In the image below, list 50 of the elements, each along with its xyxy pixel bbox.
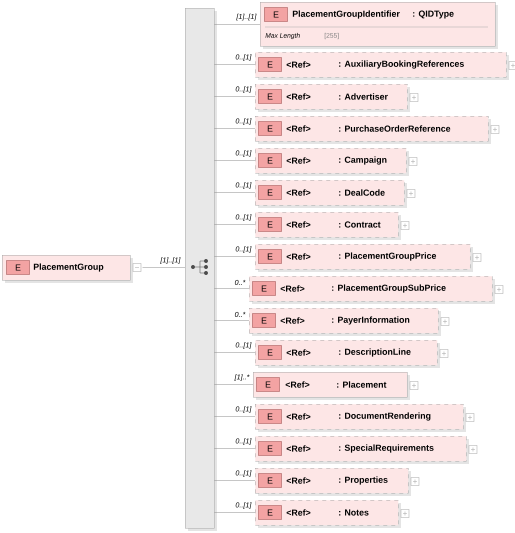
element-box: E <Ref> : Properties — [255, 468, 411, 496]
connector-line — [214, 24, 260, 25]
element-box: E <Ref> : Campaign — [255, 148, 409, 176]
connector-line — [214, 448, 256, 450]
connector-line — [214, 256, 256, 258]
connector-line — [214, 224, 256, 226]
element-badge: E — [258, 409, 282, 424]
connector-line — [214, 288, 250, 290]
connector-line — [214, 512, 256, 514]
element-box: E <Ref> : PlacementGroupSubPrice — [249, 276, 495, 304]
element-badge: E — [258, 441, 282, 456]
element-badge: E — [258, 153, 282, 168]
element-box: E <Ref> : DocumentRendering — [255, 404, 466, 432]
connector-line — [214, 96, 256, 98]
element-box: E <Ref> : Notes — [255, 500, 401, 528]
element-badge: E — [252, 313, 276, 328]
connector-line — [214, 160, 256, 162]
element-box: E <Ref> : PurchaseOrderReference — [255, 116, 491, 144]
element-badge: E — [258, 121, 282, 136]
connector-line — [214, 128, 256, 130]
element-badge: E — [258, 217, 282, 232]
element-badge: E — [258, 89, 282, 104]
connector-line — [214, 352, 256, 354]
element-badge: E — [258, 57, 282, 72]
connector-line — [214, 384, 254, 386]
element-box: E <Ref> : PlacementGroupPrice — [255, 244, 473, 272]
element-box: E <Ref> : SpecialRequirements — [255, 436, 469, 464]
connector-line — [214, 416, 256, 418]
element-badge: E — [252, 281, 276, 296]
element-box: E <Ref> : Advertiser — [255, 84, 410, 112]
connector-line — [214, 64, 256, 66]
element-badge: E — [258, 249, 282, 264]
element-badge: E — [258, 505, 282, 520]
element-box: E PlacementGroup — [2, 255, 133, 283]
connector-line — [214, 192, 256, 194]
element-badge: E — [256, 377, 280, 392]
element-badge: E — [258, 185, 282, 200]
element-box: E <Ref> : DescriptionLine — [255, 340, 440, 368]
element-badge: E — [264, 7, 288, 22]
connector-line — [214, 480, 256, 482]
element-box: E <Ref> : PayerInformation — [249, 308, 441, 336]
element-badge: E — [6, 260, 30, 275]
element-badge: E — [258, 473, 282, 488]
element-badge: E — [258, 345, 282, 360]
element-box: E <Ref> : Contract — [255, 212, 401, 240]
element-box: E <Ref> : Placement — [253, 372, 410, 400]
connector-line — [214, 320, 250, 322]
element-box: E <Ref> : DealCode — [255, 180, 407, 208]
sequence-bar — [185, 8, 217, 531]
element-box: E <Ref> : AuxiliaryBookingReferences — [255, 52, 509, 80]
